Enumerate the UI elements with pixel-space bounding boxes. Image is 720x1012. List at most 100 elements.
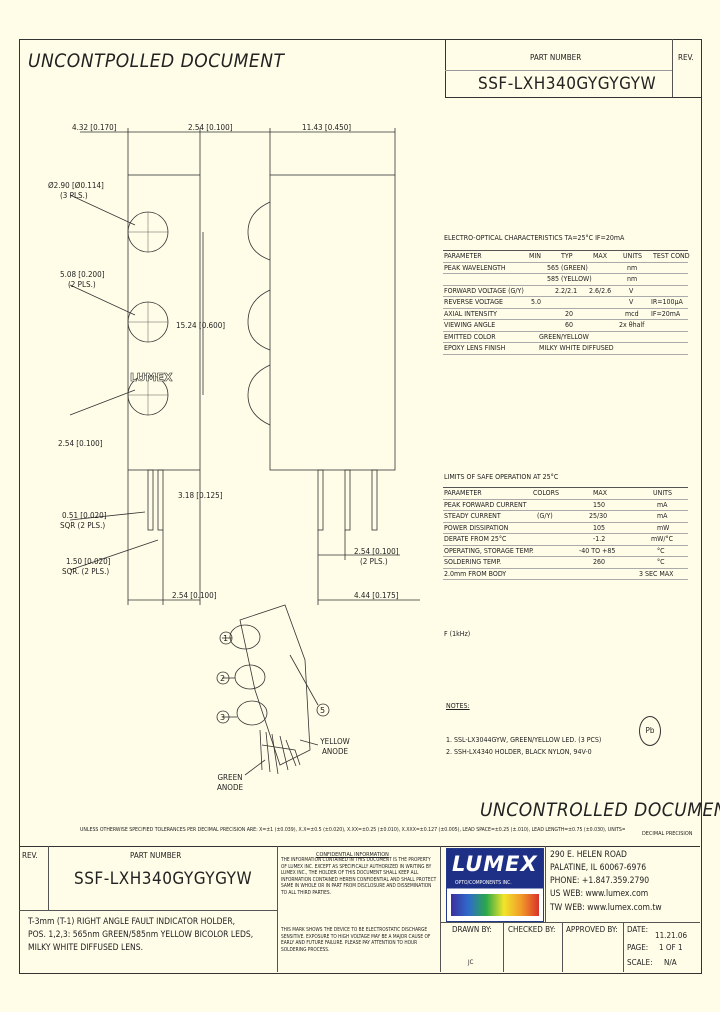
eo-cell: 2.6/2.6	[589, 286, 612, 295]
sheet-border	[19, 39, 702, 974]
tw-web: TW WEB: www.lumex.com.tw	[550, 903, 662, 913]
dim-254-left: 2.54 [0.100]	[58, 439, 103, 448]
footer-uncontrolled: UNCONTROLLED DOCUMENT	[480, 799, 720, 821]
eo-row: EMITTED COLOR GREEN/YELLOW	[443, 332, 688, 343]
eo-h-param: PARAMETER	[444, 252, 482, 260]
eo-row: AXIAL INTENSITY 20 mcd IF=20mA	[443, 309, 688, 320]
dim-444: 4.44 [0.175]	[354, 591, 399, 600]
tolerance-note: UNLESS OTHERWISE SPECIFIED TOLERANCES PE…	[80, 827, 625, 833]
scale-value: N/A	[664, 958, 677, 967]
approved-by-label: APPROVED BY:	[566, 925, 618, 934]
green-anode-label: GREEN ANODE	[216, 773, 244, 792]
max-cell: POWER DISSIPATION	[444, 523, 509, 532]
company-tag: OPTO/COMPONENTS INC.	[455, 880, 512, 886]
max-cell: mA	[657, 500, 668, 509]
uncontrolled-title: UNCONTPOLLED DOCUMENT	[28, 50, 285, 72]
eo-cell: IR=100μA	[651, 298, 683, 306]
phone: PHONE: +1.847.359.2790	[550, 876, 650, 886]
tb-h2	[440, 922, 700, 923]
max-cell: 150	[593, 500, 606, 509]
max-row: POWER DISSIPATION 105 mW	[443, 523, 688, 534]
eo-row: FORWARD VOLTAGE (G/Y) 2.2/2.1 2.6/2.6 V	[443, 286, 688, 297]
max-h-param: PARAMETER	[444, 489, 482, 497]
header-rev-label: REV.	[678, 53, 694, 62]
eo-cell: 2.2/2.1	[555, 286, 578, 295]
header-part-label: PART NUMBER	[530, 53, 582, 62]
tb-v1	[48, 846, 49, 910]
eo-cell: FORWARD VOLTAGE (G/Y)	[444, 286, 524, 295]
eo-cell: REVERSE VOLTAGE	[444, 298, 504, 306]
tb-h1	[19, 910, 277, 911]
eo-cell: V	[629, 286, 634, 295]
max-h-max: MAX	[593, 489, 608, 497]
max-cell: mA	[657, 512, 668, 520]
max-row: 2.0mm FROM BODY 3 SEC MAX	[443, 569, 688, 580]
callout-3: 3	[220, 713, 225, 722]
max-cell: (G/Y)	[537, 512, 553, 520]
date-label: DATE:	[627, 925, 649, 934]
eo-h-units: UNITS	[623, 252, 643, 260]
max-cell: mW/°C	[651, 535, 674, 543]
eo-cell: VIEWING ANGLE	[444, 321, 496, 329]
tb-v7	[623, 922, 624, 972]
dim-508-qty: (2 PLS.)	[68, 280, 96, 289]
header-divider	[672, 39, 673, 97]
eo-cell: mcd	[625, 309, 639, 318]
max-footnote: F (1kHz)	[444, 630, 471, 638]
description-line-2: POS. 1,2,3: 565nm GREEN/585nm YELLOW BIC…	[28, 930, 254, 940]
dim-254-right: 2.54 [0.100]	[354, 547, 399, 556]
max-cell: DERATE FROM 25°C	[444, 535, 507, 543]
scale-label: SCALE:	[627, 958, 653, 967]
max-cell: mW	[657, 523, 670, 532]
eo-cell: EPOXY LENS FINISH	[444, 344, 506, 352]
max-row: STEADY CURRENT (G/Y) 25/30 mA	[443, 511, 688, 523]
drawn-by-value: JC	[468, 959, 474, 966]
tb-v3	[440, 846, 441, 972]
dim-254-top: 2.54 [0.100]	[188, 123, 233, 132]
max-h-units: UNITS	[653, 489, 673, 497]
eo-cell: 20	[565, 309, 574, 318]
eo-h-min: MIN	[529, 252, 542, 260]
max-title: LIMITS OF SAFE OPERATION AT 25°C	[444, 473, 559, 481]
eo-cell: 565 (GREEN)	[547, 263, 588, 272]
header-divider-h	[445, 70, 672, 71]
eo-cell: GREEN/YELLOW	[539, 332, 589, 341]
dim-1143: 11.43 [0.450]	[302, 123, 352, 132]
eo-h-typ: TYP	[561, 252, 573, 260]
eo-cell: PEAK WAVELENGTH	[444, 263, 506, 272]
dim-150: 1.50 [0.020]	[66, 557, 111, 566]
max-cell: °C	[657, 546, 665, 555]
eo-cell: V	[629, 298, 634, 306]
max-row: PEAK FORWARD CURRENT 150 mA	[443, 500, 688, 511]
eo-cell: 60	[565, 321, 574, 329]
dim-051-qty: SQR (2 PLS.)	[60, 521, 106, 530]
max-cell: SOLDERING TEMP.	[444, 558, 502, 566]
eo-row: REVERSE VOLTAGE 5.0 V IR=100μA	[443, 297, 688, 309]
max-row: SOLDERING TEMP. 260 °C	[443, 557, 688, 569]
eo-cell: MILKY WHITE DIFFUSED	[539, 344, 614, 352]
callout-2: 2	[220, 674, 225, 683]
company-logo-text: LUMEX	[452, 852, 538, 876]
drawn-by-label: DRAWN BY:	[452, 925, 492, 934]
dim-254-right-qty: (2 PLS.)	[360, 557, 388, 566]
max-cell: 2.0mm FROM BODY	[444, 569, 507, 578]
rohs-icon: Pb	[639, 716, 661, 746]
callout-1: 1	[223, 634, 228, 643]
eo-cell: 2x θhalf	[619, 321, 645, 329]
max-cell: PEAK FORWARD CURRENT	[444, 500, 527, 509]
eo-cell: AXIAL INTENSITY	[444, 309, 497, 318]
max-table: PARAMETER COLORS MAX UNITS PEAK FORWARD …	[443, 487, 688, 580]
title-block	[19, 846, 700, 973]
eo-cell: 5.0	[531, 298, 542, 306]
max-header-row: PARAMETER COLORS MAX UNITS	[443, 487, 688, 500]
max-cell: 25/30	[589, 512, 608, 520]
dim-051: 0.51 [0.020]	[62, 511, 107, 520]
tb-v2	[277, 846, 278, 972]
spectrum-bar	[451, 894, 539, 916]
header-part-box	[445, 39, 701, 98]
dim-1524: 15.24 [0.600]	[176, 321, 226, 330]
description-line-1: T-3mm (T-1) RIGHT ANGLE FAULT INDICATOR …	[28, 917, 236, 927]
tb-v5	[503, 922, 504, 972]
confidential-text: THE INFORMATION CONTAINED IN THIS DOCUME…	[281, 858, 437, 896]
eo-cell: IF=20mA	[651, 309, 681, 318]
